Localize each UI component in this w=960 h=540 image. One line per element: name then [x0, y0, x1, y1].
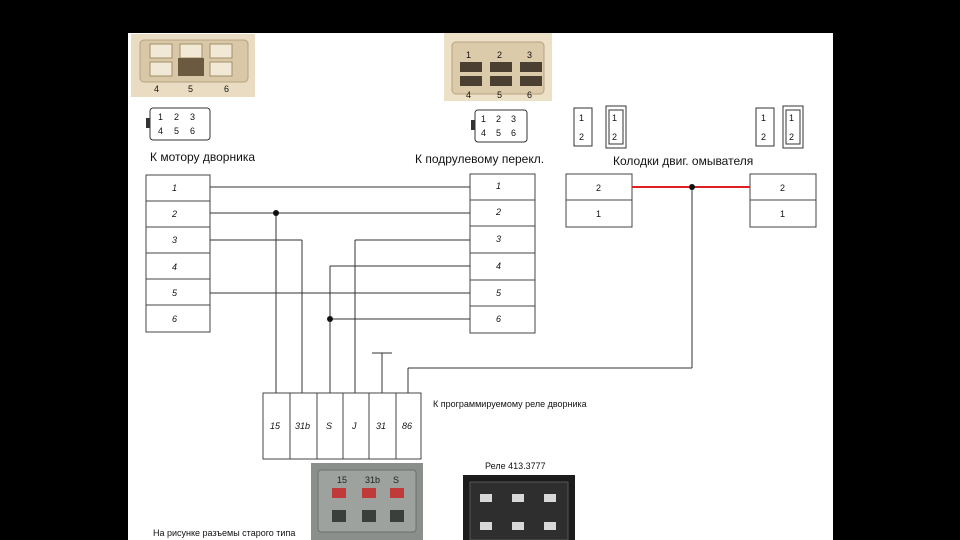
- motor-photo-number-4: 4: [154, 84, 159, 94]
- relay-label: К программируемому реле дворника: [433, 399, 587, 409]
- motor-icon-number-6: 6: [190, 126, 195, 136]
- motor-icon-number-1: 1: [158, 112, 163, 122]
- junction-dot-pin6: [327, 316, 333, 322]
- washer-left-pin-1: 1: [596, 209, 601, 219]
- motor-icon-number-5: 5: [174, 126, 179, 136]
- washer-left-block: 2 1: [565, 173, 633, 228]
- switch-photo-number-4: 4: [466, 90, 471, 100]
- motor-icon-number-2: 2: [174, 112, 179, 122]
- washer-right-block: 2 1: [749, 173, 817, 228]
- motor-connector-photo: 4 5 6: [131, 34, 255, 97]
- relay-photo: [463, 475, 575, 540]
- motor-photo-number-6: 6: [224, 84, 229, 94]
- motor-pin-1: 1: [172, 183, 177, 193]
- old-type-note: На рисунке разъемы старого типа: [153, 528, 295, 538]
- switch-icon-number-6: 6: [511, 128, 516, 138]
- motor-pin-block: 1 2 3 4 5 6: [145, 174, 211, 333]
- washer-right-icon-a-number-2: 2: [761, 132, 766, 142]
- switch-pin-block: 1 2 3 4 5 6: [469, 173, 536, 334]
- washer-right-icon-a-number-1: 1: [761, 113, 766, 123]
- relay-pin-86: 86: [402, 421, 412, 431]
- washer-right-connector-icons: 1 2 1 2: [755, 105, 804, 149]
- switch-pin-4: 4: [496, 261, 501, 271]
- switch-connector-photo: 1 2 3 4 5 6: [444, 33, 552, 101]
- relay-model-label: Реле 413.3777: [485, 461, 546, 471]
- switch-photo-number-2: 2: [497, 50, 502, 60]
- washer-right-icon-b-number-1: 1: [789, 113, 794, 123]
- switch-pin-6: 6: [496, 314, 501, 324]
- relay-pin-31: 31: [376, 421, 386, 431]
- switch-icon-number-1: 1: [481, 114, 486, 124]
- washer-left-icon-b-number-2: 2: [612, 132, 617, 142]
- switch-pin-5: 5: [496, 288, 502, 298]
- relay-socket-photo: 15 31b S: [311, 463, 423, 540]
- junction-dot-washer: [689, 184, 695, 190]
- relay-socket-label-31b: 31b: [365, 475, 380, 485]
- motor-label: К мотору дворника: [150, 150, 255, 164]
- motor-pin-5: 5: [172, 288, 178, 298]
- switch-icon-number-3: 3: [511, 114, 516, 124]
- switch-icon-number-4: 4: [481, 128, 486, 138]
- motor-icon-number-4: 4: [158, 126, 163, 136]
- relay-pin-block: 15 31b S J 31 86: [262, 392, 422, 460]
- switch-icon-number-5: 5: [496, 128, 501, 138]
- washer-right-pin-1: 1: [780, 209, 785, 219]
- motor-icon-number-3: 3: [190, 112, 195, 122]
- washer-right-pin-2: 2: [780, 183, 785, 193]
- motor-pin-6: 6: [172, 314, 177, 324]
- switch-icon-number-2: 2: [496, 114, 501, 124]
- motor-pin-2: 2: [171, 209, 177, 219]
- washer-left-icon-a-number-1: 1: [579, 113, 584, 123]
- washer-left-icon-b-number-1: 1: [612, 113, 617, 123]
- switch-photo-number-1: 1: [466, 50, 471, 60]
- relay-pin-S: S: [326, 421, 332, 431]
- motor-pin-4: 4: [172, 262, 177, 272]
- relay-pin-15: 15: [270, 421, 281, 431]
- washer-label: Колодки двиг. омывателя: [613, 154, 753, 168]
- washer-left-pin-2: 2: [596, 183, 601, 193]
- relay-socket-label-15: 15: [337, 475, 347, 485]
- column-switch-label: К подрулевому перекл.: [415, 152, 544, 166]
- motor-photo-number-5: 5: [188, 84, 193, 94]
- relay-socket-label-S: S: [393, 475, 399, 485]
- switch-photo-number-6: 6: [527, 90, 532, 100]
- switch-pin-2: 2: [495, 207, 501, 217]
- switch-connector-icon: 1 2 3 4 5 6: [471, 109, 528, 143]
- washer-left-connector-icons: 1 2 1 2: [573, 105, 627, 149]
- relay-pin-31b: 31b: [295, 421, 310, 431]
- motor-pin-3: 3: [172, 235, 177, 245]
- switch-photo-number-3: 3: [527, 50, 532, 60]
- washer-right-icon-b-number-2: 2: [789, 132, 794, 142]
- switch-photo-number-5: 5: [497, 90, 502, 100]
- washer-left-icon-a-number-2: 2: [579, 132, 584, 142]
- motor-connector-icon: 1 2 3 4 5 6: [146, 107, 211, 141]
- wires: [210, 186, 693, 393]
- junction-dot-pin2: [273, 210, 279, 216]
- switch-pin-1: 1: [496, 181, 501, 191]
- switch-pin-3: 3: [496, 234, 501, 244]
- relay-pin-J: J: [351, 421, 357, 431]
